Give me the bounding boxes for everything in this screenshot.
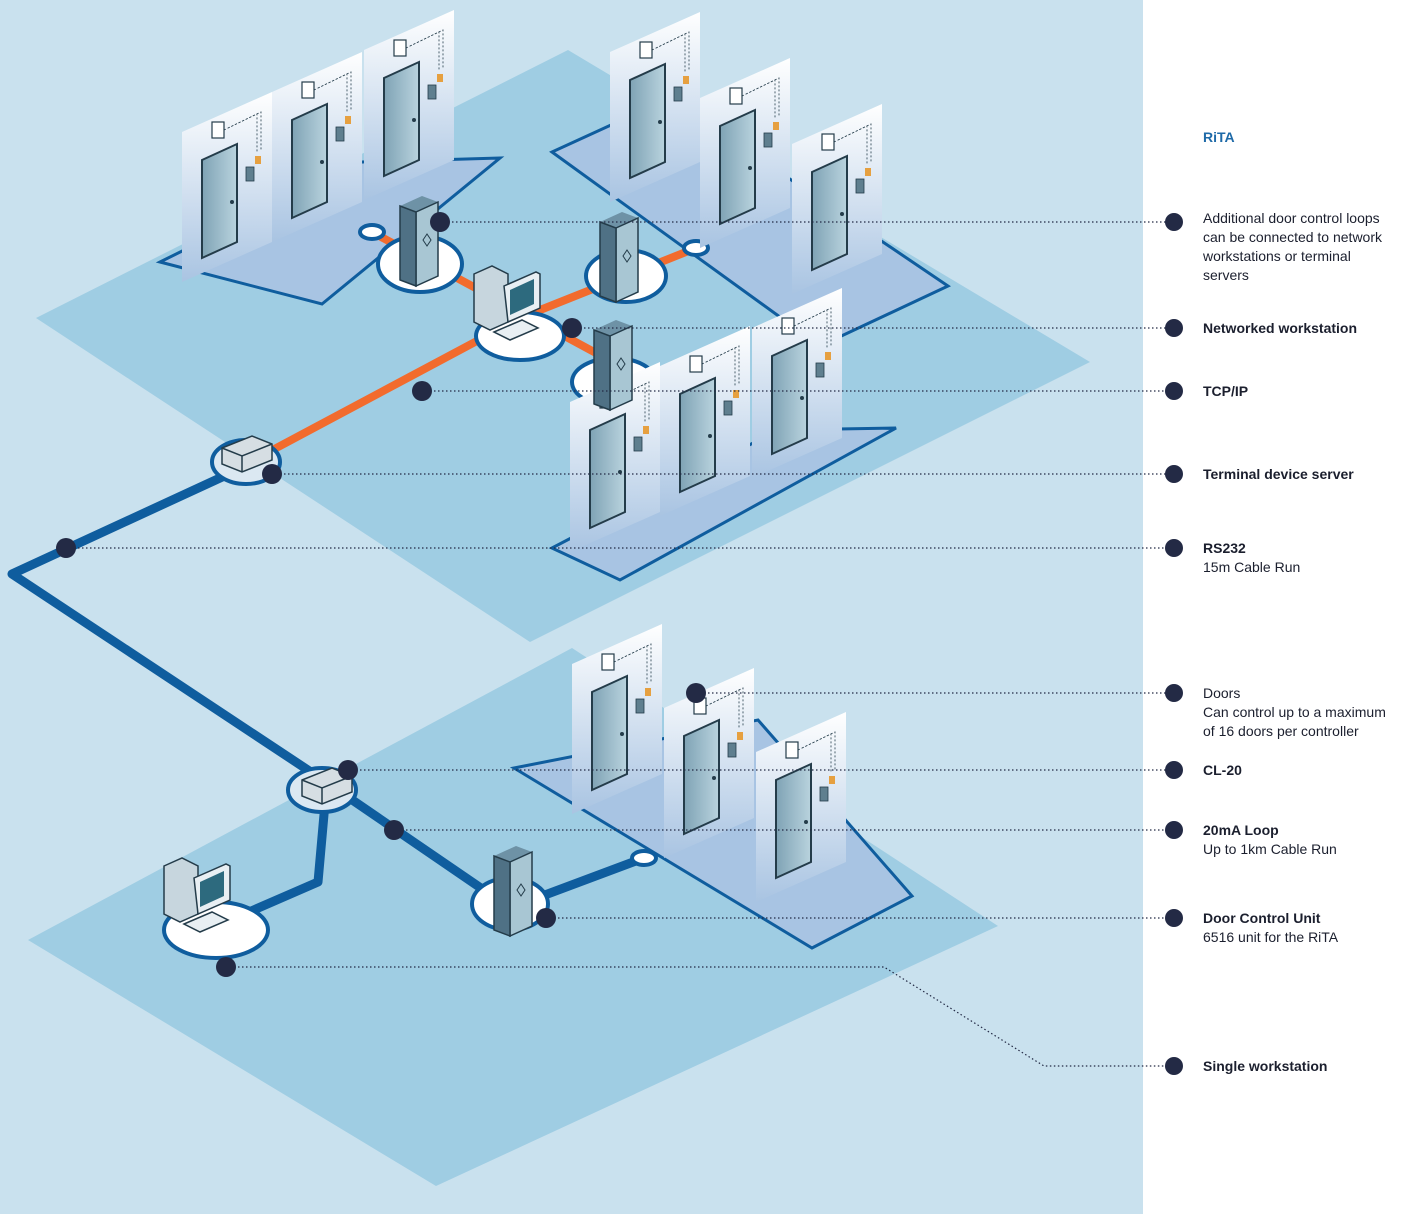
- label-line: Doors: [1203, 685, 1241, 701]
- label-rs232: RS232 15m Cable Run: [1203, 539, 1300, 577]
- door-control-cabinet-3: [593, 319, 633, 411]
- door-control-cabinet-4: [493, 845, 533, 937]
- marker-tcpip: [412, 381, 432, 401]
- marker-terminal-server: [262, 464, 282, 484]
- label-doors: Doors Can control up to a maximum of 16 …: [1203, 684, 1386, 741]
- label-title: TCP/IP: [1203, 383, 1249, 399]
- marker-networked-workstation: [562, 318, 582, 338]
- label-additional-loops: Additional door control loops can be con…: [1203, 209, 1382, 285]
- leader-lines: [66, 221, 1172, 1067]
- rs232-cable: [7, 461, 331, 787]
- label-door-control-unit: Door Control Unit 6516 unit for the RiTA: [1203, 909, 1338, 947]
- marker-cl20: [338, 760, 358, 780]
- label-single-workstation: Single workstation: [1203, 1057, 1327, 1076]
- label-title: 20mA Loop: [1203, 822, 1279, 838]
- diagram-markers: [56, 212, 706, 977]
- label-title: RS232: [1203, 540, 1246, 556]
- label-line: 15m Cable Run: [1203, 559, 1301, 575]
- label-20ma-loop: 20mA Loop Up to 1km Cable Run: [1203, 821, 1337, 859]
- label-tcpip: TCP/IP: [1203, 382, 1248, 401]
- label-line: Additional door control loops: [1203, 210, 1380, 226]
- label-terminal-device-server: Terminal device server: [1203, 465, 1354, 484]
- sidebar-markers: [1165, 213, 1183, 1075]
- label-line: servers: [1203, 267, 1249, 283]
- label-line: Up to 1km Cable Run: [1203, 841, 1337, 857]
- label-title: CL-20: [1203, 762, 1242, 778]
- label-title: Terminal device server: [1203, 466, 1354, 482]
- marker-loop: [384, 820, 404, 840]
- marker-single-workstation: [216, 957, 236, 977]
- label-networked-workstation: Networked workstation: [1203, 319, 1357, 338]
- marker-door-control-unit: [536, 908, 556, 928]
- label-line: can be connected to network: [1203, 229, 1383, 245]
- label-title: Door Control Unit: [1203, 910, 1321, 926]
- label-title: Single workstation: [1203, 1058, 1328, 1074]
- marker-additional-loops: [430, 212, 450, 232]
- label-line: Can control up to a maximum: [1203, 704, 1386, 720]
- marker-doors: [686, 683, 706, 703]
- label-line: workstations or terminal: [1203, 248, 1351, 264]
- label-title: Networked workstation: [1203, 320, 1358, 336]
- diagram-title: RiTA: [1203, 129, 1235, 145]
- label-sidebar: [1143, 0, 1407, 1214]
- label-cl20: CL-20: [1203, 761, 1242, 780]
- marker-rs232: [56, 538, 76, 558]
- door-control-cabinet-2: [599, 211, 639, 303]
- label-line: 6516 unit for the RiTA: [1203, 929, 1339, 945]
- door-control-cabinet-1: [399, 195, 439, 287]
- label-line: of 16 doors per controller: [1203, 723, 1359, 739]
